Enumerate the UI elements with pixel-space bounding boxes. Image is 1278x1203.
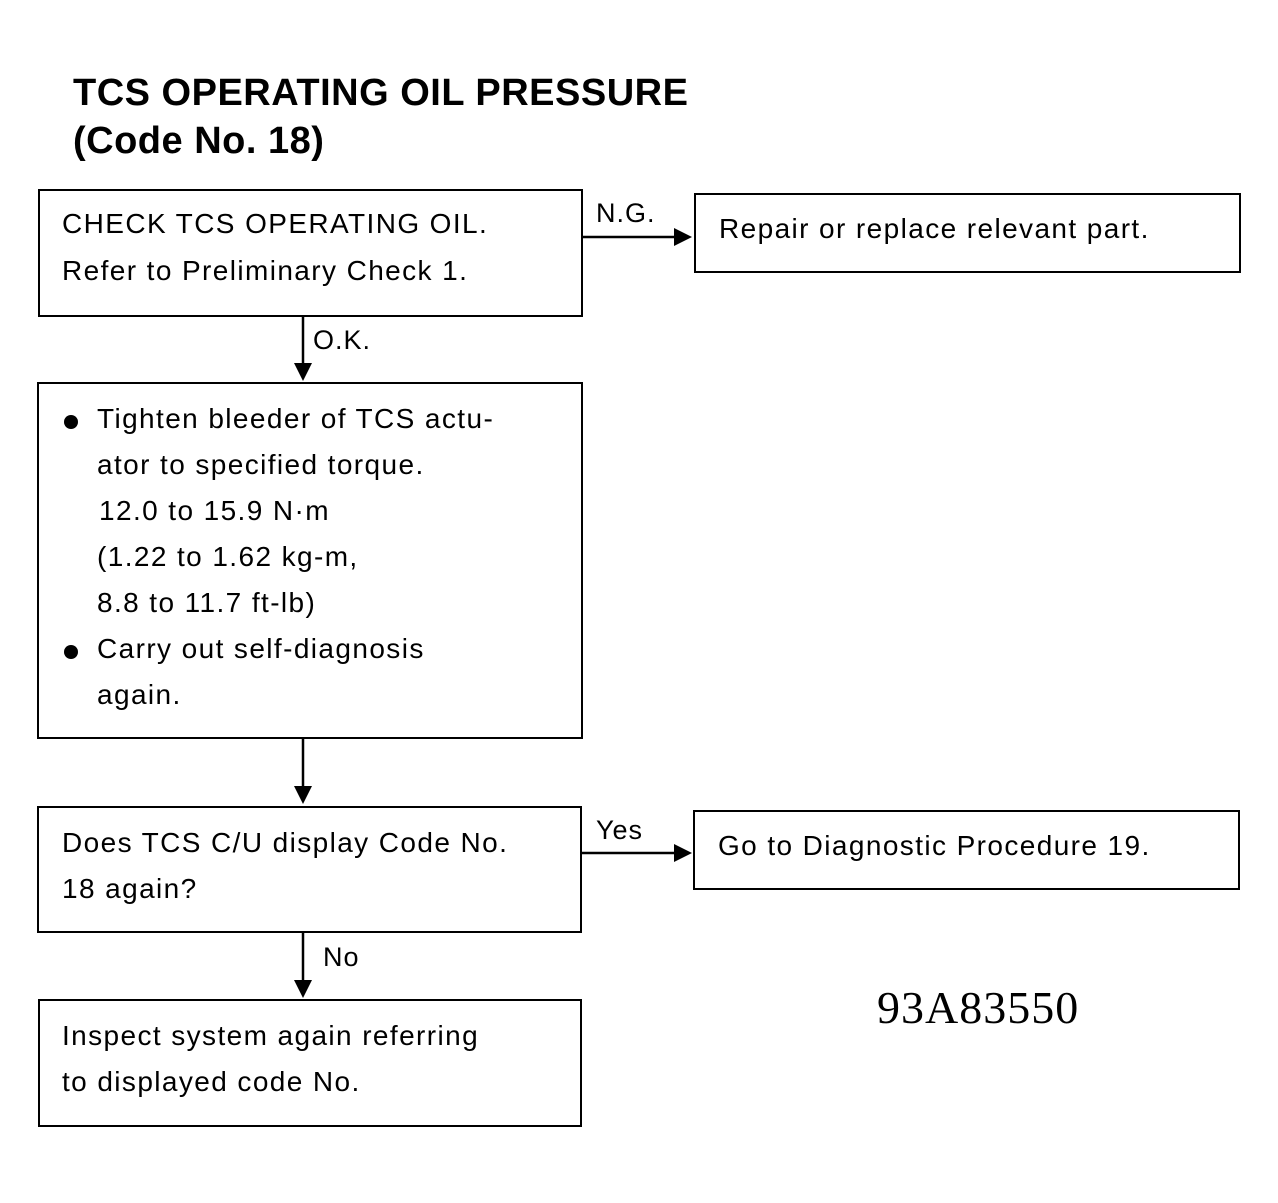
arrowhead-no <box>294 980 312 998</box>
torque-spec-ftlb: 8.8 to 11.7 ft-lb) <box>97 587 317 618</box>
self-diagnosis-line1: Carry out self-diagnosis <box>97 633 425 664</box>
repair-line1: Repair or replace relevant part. <box>719 213 1150 244</box>
go-to-line1: Go to Diagnostic Procedure 19. <box>718 830 1151 861</box>
tighten-bleeder-box: Tighten bleeder of TCS actu- ator to spe… <box>37 382 583 739</box>
go-to-procedure-box: Go to Diagnostic Procedure 19. <box>693 810 1240 890</box>
check-oil-line1: CHECK TCS OPERATING OIL. <box>62 208 489 239</box>
torque-spec-nm: 12.0 to 15.9 N·m <box>99 495 330 526</box>
question-box: Does TCS C/U display Code No. 18 again? <box>37 806 582 933</box>
figure-id: 93A83550 <box>877 982 1080 1033</box>
question-line1: Does TCS C/U display Code No. <box>62 827 509 858</box>
arrowhead-question <box>294 786 312 804</box>
branch-label-ok: O.K. <box>313 325 372 355</box>
branch-label-yes: Yes <box>596 815 644 845</box>
tighten-line1: Tighten bleeder of TCS actu- <box>97 403 495 434</box>
diagram-subtitle: (Code No. 18) <box>73 120 325 162</box>
arrowhead-ok <box>294 363 312 381</box>
branch-label-ng: N.G. <box>596 198 656 228</box>
inspect-box: Inspect system again referring to displa… <box>38 999 582 1127</box>
check-oil-line2: Refer to Preliminary Check 1. <box>62 255 469 286</box>
torque-spec-kgm: (1.22 to 1.62 kg-m, <box>97 541 359 572</box>
self-diagnosis-line2: again. <box>97 679 182 710</box>
branch-label-no: No <box>323 942 360 972</box>
tighten-line2: ator to specified torque. <box>97 449 425 480</box>
arrowhead-yes <box>674 844 692 862</box>
diagram-title: TCS OPERATING OIL PRESSURE <box>73 72 689 114</box>
arrowhead-ng <box>674 228 692 246</box>
bullet-icon <box>64 645 78 659</box>
repair-box: Repair or replace relevant part. <box>694 193 1241 273</box>
bullet-icon <box>64 415 78 429</box>
inspect-line1: Inspect system again referring <box>62 1020 480 1051</box>
inspect-line2: to displayed code No. <box>62 1066 361 1097</box>
check-oil-box: CHECK TCS OPERATING OIL. Refer to Prelim… <box>38 189 583 317</box>
question-line2: 18 again? <box>62 873 198 904</box>
